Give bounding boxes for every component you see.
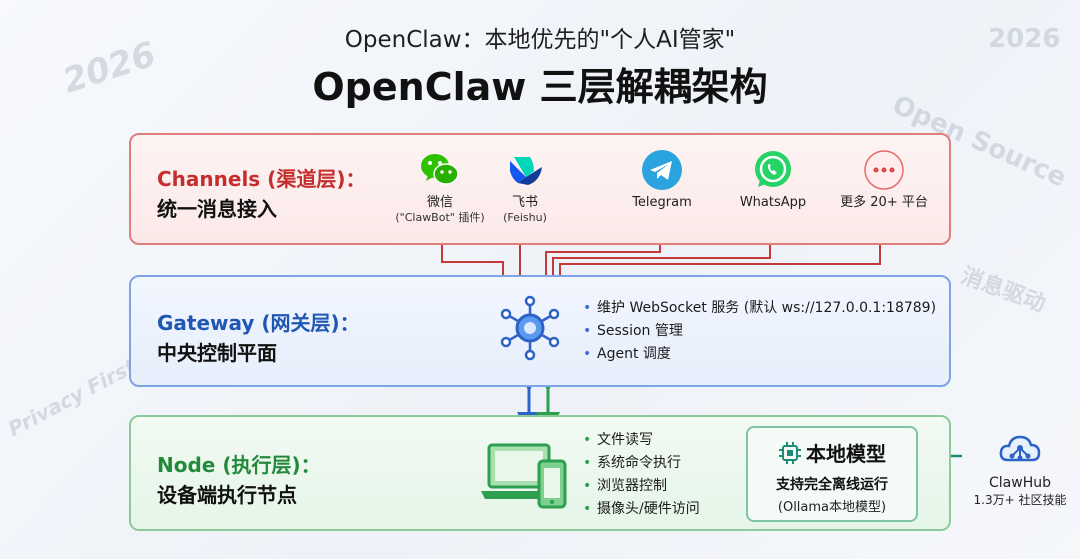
node-bullet: 系统命令执行 [583,452,700,475]
node-layer-name: Node (执行层)： [157,453,321,477]
local-model-line2: (Ollama本地模型) [777,500,887,515]
laptop-phone-icon [481,443,567,509]
channels-layer-name: Channels (渠道层)： [157,167,366,191]
node-bullet: 文件读写 [583,429,700,452]
local-model-title-row: 本地模型 [748,438,916,467]
node-bullet: 浏览器控制 [583,475,700,498]
page-subtitle: OpenClaw：本地优先的"个人AI管家" [344,27,736,53]
watermark-message-driven: 消息驱动 [957,263,1049,318]
channels-layer-desc: 统一消息接入 [157,197,277,221]
channel-feishu: 飞书 (Feishu) [460,149,590,225]
node-layer-desc: 设备端执行节点 [157,483,297,507]
gateway-bullet: Session 管理 [583,320,936,343]
more-icon [864,150,904,190]
channel-telegram: Telegram [597,149,727,211]
gateway-bullet: Agent 调度 [583,343,936,366]
whatsapp-icon [755,151,791,187]
chip-icon [779,442,801,464]
channel-more-label: 更多 20+ 平台 [840,195,928,210]
page-title: OpenClaw 三层解耦架构 [312,65,768,109]
node-bullets: 文件读写 系统命令执行 浏览器控制 摄像头/硬件访问 [583,429,700,521]
channel-more: 更多 20+ 平台 [819,149,949,211]
wechat-icon [421,154,459,185]
gateway-layer: Gateway (网关层)： 中央控制平面 维护 WebSocket 服务 (默… [129,275,951,387]
clawhub-name: ClawHub [989,475,1051,491]
watermark-privacy-first: Privacy First [4,353,140,442]
local-model-line1: 支持完全离线运行 [776,477,888,493]
channels-layer: Channels (渠道层)： 统一消息接入 微信 ("ClawBot" 插件)… [129,133,951,245]
watermark-year-right: 2026 [988,24,1061,54]
channel-telegram-label: Telegram [632,195,692,210]
node-bullet: 摄像头/硬件访问 [583,498,700,521]
channel-feishu-sub: (Feishu) [503,211,547,224]
gateway-bullet: 维护 WebSocket 服务 (默认 ws://127.0.0.1:18789… [583,297,936,320]
local-model-title: 本地模型 [806,442,886,466]
local-model-box: 本地模型 支持完全离线运行 (Ollama本地模型) [746,426,918,522]
gateway-layer-name: Gateway (网关层)： [157,311,360,335]
channel-wechat-sub: ("ClawBot" 插件) [395,211,485,224]
channel-whatsapp-label: WhatsApp [739,195,807,210]
gateway-layer-desc: 中央控制平面 [157,341,277,365]
hub-icon [500,295,560,361]
clawhub-count: 1.3万+ 社区技能 [973,493,1067,507]
channel-wechat: 微信 ("ClawBot" 插件) [375,149,505,225]
channel-whatsapp: WhatsApp [708,149,838,211]
feishu-icon [510,157,542,185]
telegram-icon [642,150,682,190]
channel-feishu-label: 飞书 [511,195,538,210]
gateway-bullets: 维护 WebSocket 服务 (默认 ws://127.0.0.1:18789… [583,297,936,366]
channel-wechat-label: 微信 [426,195,453,210]
cloud-network-icon [999,435,1041,462]
node-layer: Node (执行层)： 设备端执行节点 文件读写 系统命令执行 浏览器控制 摄像… [129,415,951,531]
clawhub: ClawHub 1.3万+ 社区技能 [966,434,1074,508]
